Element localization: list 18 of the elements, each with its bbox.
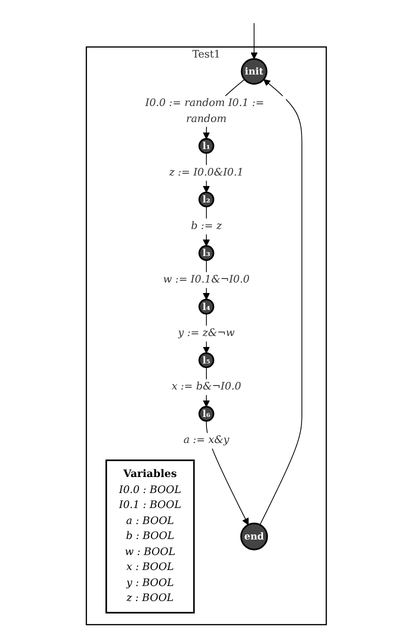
node-circle: init bbox=[241, 58, 268, 85]
edge-label: b := z bbox=[191, 220, 222, 232]
node-circle: l₄ bbox=[198, 298, 214, 315]
edge-label: y := z&¬w bbox=[178, 327, 235, 340]
node-circle: end bbox=[240, 522, 268, 550]
node-circle: l₂ bbox=[198, 192, 214, 208]
node-box: Variables I0.0 : BOOL I0.1 : BOOL a : BOOL b : BOOL w : BOOL x : BOOL y : BOOL z : BOOL bbox=[106, 460, 195, 614]
node-circle: l₁ bbox=[198, 138, 214, 154]
edge-label: w := I0.1&¬I0.0 bbox=[163, 274, 250, 286]
edge-label: x := b&¬I0.0 bbox=[172, 380, 242, 393]
node-circle: l₃ bbox=[198, 245, 214, 261]
edge-label: z := I0.0&I0.1 bbox=[169, 166, 244, 178]
arrow bbox=[260, 79, 302, 526]
node-circle: l₅ bbox=[198, 352, 214, 368]
edge-label: a := x&y bbox=[184, 434, 230, 446]
edge-label: I0.0 := random I0.1 := random bbox=[145, 97, 264, 125]
node-circle: l₆ bbox=[198, 406, 214, 422]
arrow bbox=[250, 22, 258, 60]
